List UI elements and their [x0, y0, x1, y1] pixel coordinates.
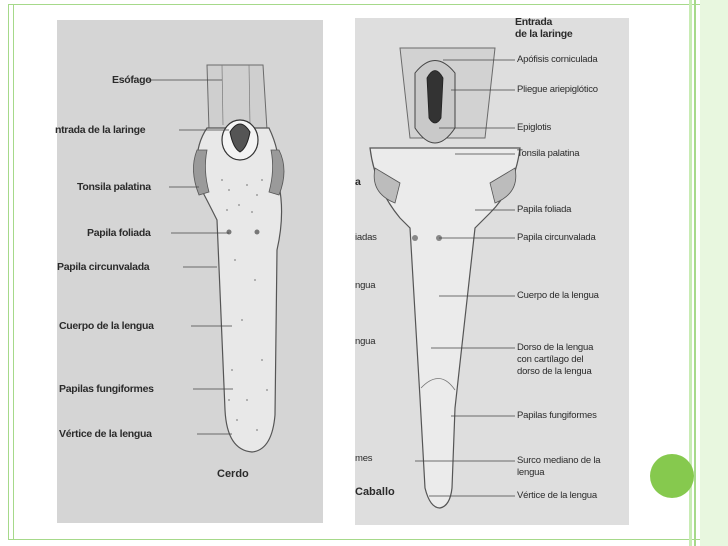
label-apofisis-corniculada: Apófisis corniculada — [517, 54, 598, 65]
horse-tongue-drawing — [369, 47, 521, 509]
label-entrada-header-1: Entrada — [515, 16, 552, 28]
label-papila-foliada-caballo: Papila foliada — [517, 204, 572, 215]
right-decor-bar — [689, 0, 692, 546]
label-dorso-lengua-1: Dorso de la lengua — [517, 342, 594, 353]
label-tonsila-palatina-caballo: Tonsila palatina — [517, 148, 580, 159]
accent-circle — [650, 454, 694, 498]
pig-tongue-figure: Esófago ntrada de la laringe Tonsila pal… — [55, 20, 323, 523]
caption-caballo: Caballo — [355, 486, 395, 498]
label-entrada-laringe: ntrada de la laringe — [55, 124, 146, 136]
cut-label-2: iadas — [355, 232, 377, 243]
horse-tongue-figure: Entrada de la laringe Apófisis cornicula… — [355, 16, 629, 525]
label-papila-circunvalada-caballo: Papila circunvalada — [517, 232, 596, 243]
cut-label-5: mes — [355, 453, 373, 464]
label-papilas-fungiformes-caballo: Papilas fungiformes — [517, 410, 597, 421]
label-papilas-fungiformes: Papilas fungiformes — [59, 383, 154, 395]
right-decor-bar-thin — [694, 0, 696, 546]
label-papila-foliada: Papila foliada — [87, 227, 151, 239]
label-tonsila-palatina: Tonsila palatina — [77, 181, 151, 193]
cut-label-4: ngua — [355, 336, 376, 347]
caption-cerdo: Cerdo — [217, 468, 249, 480]
label-vertice-lengua-caballo: Vértice de la lengua — [517, 490, 597, 501]
label-surco-mediano-2: lengua — [517, 467, 545, 478]
pig-tongue-drawing — [147, 64, 285, 453]
label-dorso-lengua-3: dorso de la lengua — [517, 366, 592, 377]
label-surco-mediano-1: Surco mediano de la — [517, 455, 601, 466]
label-cuerpo-lengua-caballo: Cuerpo de la lengua — [517, 290, 599, 301]
label-esofago: Esófago — [112, 74, 152, 86]
label-cuerpo-lengua: Cuerpo de la lengua — [59, 320, 154, 332]
label-dorso-lengua-2: con cartílago del — [517, 354, 584, 365]
label-entrada-header-2: de la laringe — [515, 28, 573, 40]
cut-label-3: ngua — [355, 280, 376, 291]
label-pliegue-ariepiglotico: Pliegue ariepiglótico — [517, 84, 598, 95]
label-epiglotis: Epiglotis — [517, 122, 552, 133]
slide-frame-left-rule — [13, 4, 14, 540]
label-vertice-lengua: Vértice de la lengua — [59, 428, 152, 440]
right-decor-band — [700, 0, 728, 546]
cut-label-1: a — [355, 176, 361, 188]
label-papila-circunvalada: Papila circunvalada — [57, 261, 150, 273]
